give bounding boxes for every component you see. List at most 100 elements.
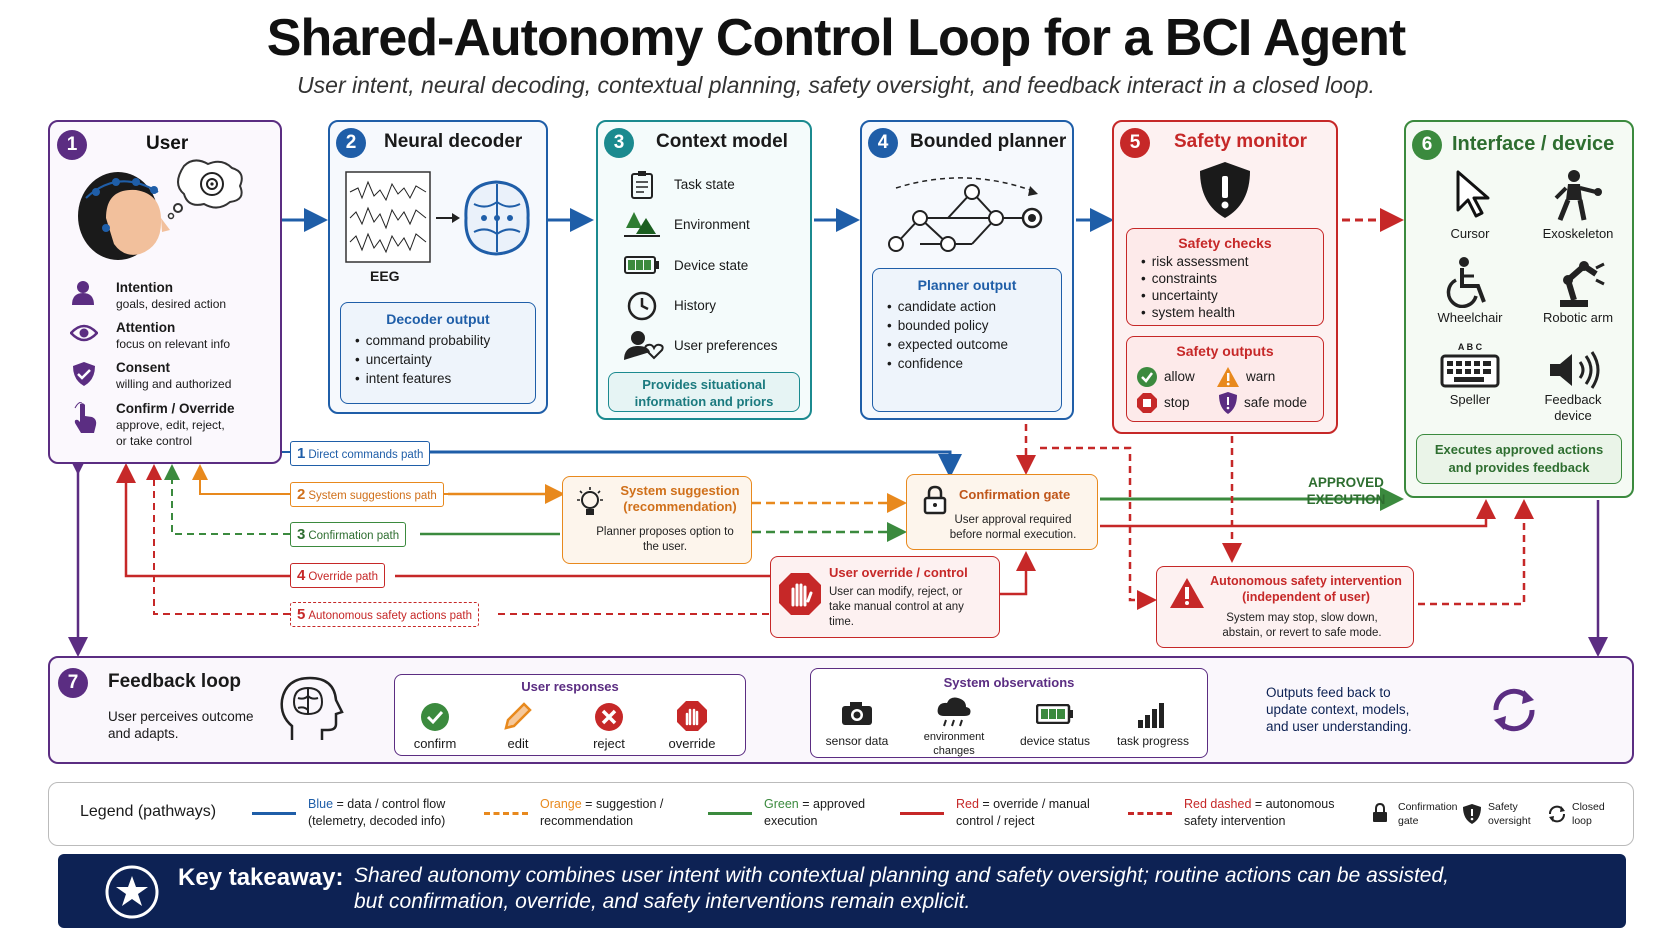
device-label: Exoskeleton xyxy=(1542,226,1614,241)
stop-hand-icon xyxy=(779,573,821,615)
legend-item-desc: = data / control flow xyxy=(333,797,446,811)
interface-title: Interface / device xyxy=(1452,133,1615,155)
path-number: 1 xyxy=(297,445,306,462)
user-step-number: 1 xyxy=(57,130,87,160)
context-item-label: History xyxy=(674,298,717,313)
feedback-step-number: 7 xyxy=(58,668,88,698)
legend-line-swatch xyxy=(708,812,752,815)
path-number: 4 xyxy=(297,567,306,584)
planner-output-box: Planner output candidate action bounded … xyxy=(872,268,1062,412)
path-safety-line xyxy=(146,464,290,615)
device-label: Speller xyxy=(1449,392,1491,407)
exoskeleton-icon xyxy=(1554,170,1602,221)
path-label: Direct commands path xyxy=(308,449,424,461)
legend-item-desc: = suggestion / xyxy=(581,797,664,811)
approved-execution-label: APPROVED EXECUTION xyxy=(1306,475,1386,507)
eeg-icon xyxy=(345,171,530,263)
legend-item-name: Orange xyxy=(540,797,582,811)
safety-output-allow: allow xyxy=(1164,369,1195,384)
shield-alert-icon xyxy=(1200,162,1250,218)
context-step-number: 3 xyxy=(604,128,634,158)
planner-output-item: expected outcome xyxy=(887,335,1061,354)
takeaway-banner xyxy=(58,854,1626,928)
cloud-icon xyxy=(937,697,971,727)
confirm-override-desc: approve, edit, reject, xyxy=(116,418,225,432)
context-note: Provides situational information and pri… xyxy=(634,377,774,409)
lock-icon xyxy=(1372,802,1388,828)
safety-check-item: uncertainty xyxy=(1141,287,1323,304)
planner-output-list: candidate action bounded policy expected… xyxy=(887,297,1061,373)
path-number: 5 xyxy=(297,606,306,623)
device-label: Wheelchair xyxy=(1437,310,1503,325)
planner-output-item: candidate action xyxy=(887,297,1061,316)
star-icon xyxy=(105,865,159,919)
confirm-override-desc2: or take control xyxy=(116,434,193,448)
stop-icon xyxy=(1137,393,1157,413)
device-label: Cursor xyxy=(1450,226,1490,241)
decoder-title: Neural decoder xyxy=(384,131,523,152)
legend-item-desc: = autonomous xyxy=(1251,797,1335,811)
consent-desc: willing and authorized xyxy=(116,377,232,391)
eeg-label: EEG xyxy=(370,268,400,284)
eye-icon xyxy=(69,324,99,347)
page-title: Shared-Autonomy Control Loop for a BCI A… xyxy=(266,9,1406,67)
safety-check-item: constraints xyxy=(1141,270,1323,287)
autonomous-intervention-box: Autonomous safety intervention (independ… xyxy=(1156,566,1414,648)
legend-panel xyxy=(48,782,1634,846)
response-override: override xyxy=(668,736,716,751)
safety-checks-title: Safety checks xyxy=(1178,235,1272,251)
safety-checks-list: risk assessment constraints uncertainty … xyxy=(1141,253,1323,321)
legend-item-desc: = override / manual xyxy=(978,797,1090,811)
path-label: Autonomous safety actions path xyxy=(308,610,472,622)
legend-item-desc2: recommendation xyxy=(540,814,634,828)
context-item-label: Environment xyxy=(674,217,750,232)
attention-desc: focus on relevant info xyxy=(116,337,231,351)
octagon-hand-icon xyxy=(677,701,707,731)
wheelchair-icon xyxy=(1446,257,1486,308)
decoder-output-item: uncertainty xyxy=(355,350,535,369)
suggestion-title: System suggestion (recommendation) xyxy=(620,483,740,514)
bar-chart-icon xyxy=(1138,703,1164,728)
safety-outputs-title: Safety outputs xyxy=(1176,343,1274,359)
response-reject: reject xyxy=(593,736,625,751)
legend-item-desc2: safety intervention xyxy=(1184,814,1286,828)
clipboard-icon xyxy=(631,171,653,199)
x-icon xyxy=(595,703,623,731)
interface-note: Executes approved actions and provides f… xyxy=(1434,442,1604,475)
person-icon xyxy=(72,281,94,305)
safety-check-item: system health xyxy=(1141,304,1323,321)
warning-triangle-icon xyxy=(1170,578,1204,608)
intention-desc: goals, desired action xyxy=(116,297,227,311)
feedback-outputs-note: Outputs feed back to update context, mod… xyxy=(1266,685,1412,734)
graph-icon xyxy=(888,177,1043,252)
shield-icon xyxy=(1462,803,1482,830)
path-direct-line xyxy=(418,450,962,478)
path-override-line xyxy=(116,463,290,578)
planner-step-number: 4 xyxy=(868,128,898,158)
user-head-icon xyxy=(78,159,243,260)
user-responses-title: User responses xyxy=(521,679,619,694)
observation-sensor: sensor data xyxy=(825,734,889,748)
camera-icon xyxy=(842,702,872,725)
path-number: 3 xyxy=(297,526,306,543)
gate-text: User approval required before normal exe… xyxy=(949,514,1077,541)
hand-pointer-icon xyxy=(72,401,98,439)
user-override-box: User override / control User can modify,… xyxy=(770,556,1000,638)
safety-output-safe-mode: safe mode xyxy=(1244,395,1308,410)
check-circle-icon xyxy=(1137,367,1157,387)
system-suggestion-box: System suggestion (recommendation) Plann… xyxy=(562,476,752,564)
interface-step-number: 6 xyxy=(1412,130,1442,160)
decoder-output-list: command probability uncertainty intent f… xyxy=(355,331,535,388)
robotic-arm-icon xyxy=(1560,261,1605,307)
decoder-step-number: 2 xyxy=(336,128,366,158)
planner-output-title: Planner output xyxy=(917,277,1017,293)
safety-checks-box: Safety checks risk assessment constraint… xyxy=(1126,228,1324,326)
observation-environment: environment changes xyxy=(923,731,985,757)
